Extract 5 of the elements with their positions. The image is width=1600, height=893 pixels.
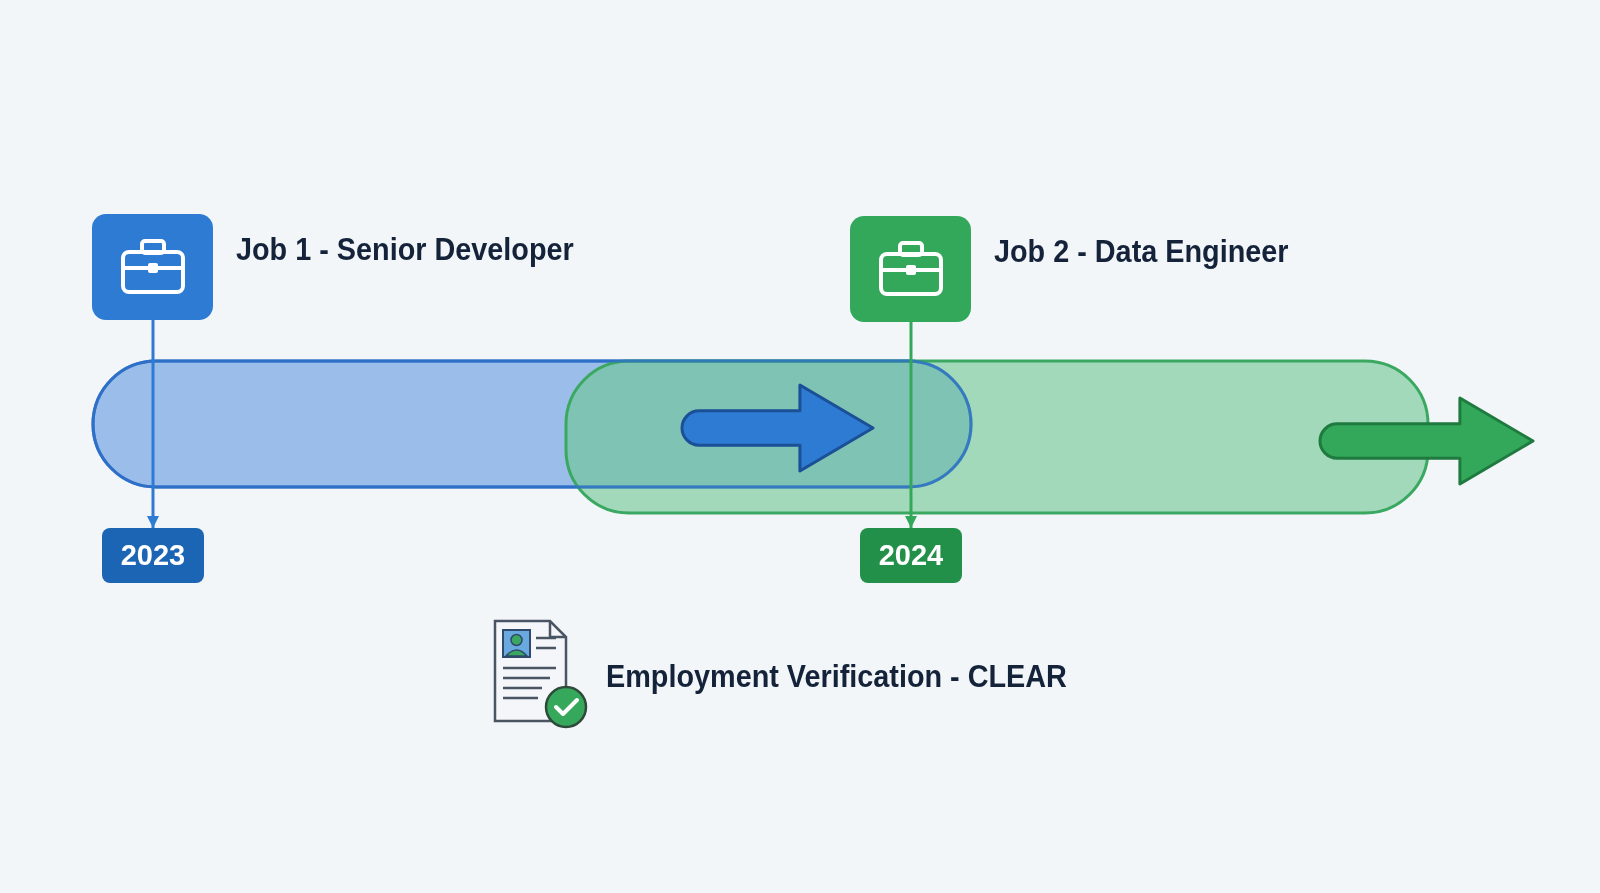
status-text: Employment Verification - CLEAR [606, 658, 1067, 695]
job-title: Job 1 - Senior Developer [236, 230, 575, 269]
year-tag: 2024 [860, 528, 962, 583]
job-title: Job 2 - Data Engineer [994, 232, 1290, 271]
year-tag: 2023 [102, 528, 204, 583]
